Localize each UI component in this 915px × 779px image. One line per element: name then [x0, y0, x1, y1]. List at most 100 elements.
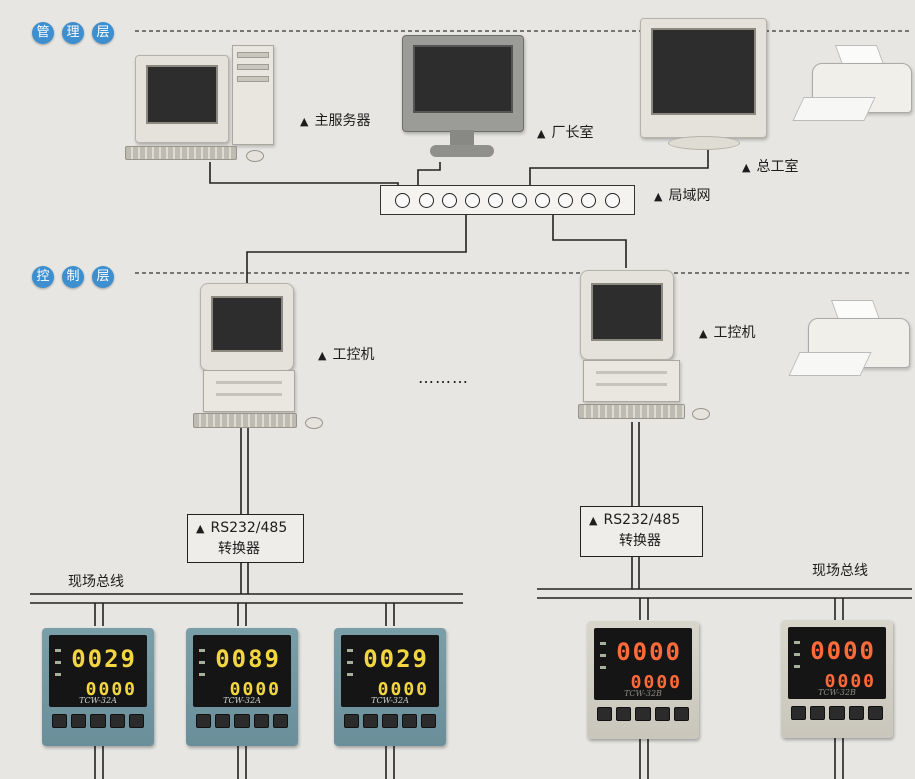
meter-indicator-leds: [199, 649, 213, 685]
meter-indicator-leds: [600, 642, 614, 678]
meter-pv-readout: 0000: [616, 638, 682, 666]
marker-icon: ▲: [654, 190, 663, 203]
converter-left-box: ▲RS232/485 转换器: [187, 514, 304, 563]
meter-buttons: [196, 714, 289, 728]
drop-5: [834, 598, 844, 620]
control-layer-char-2: 制: [62, 266, 84, 288]
chief-engineer-text: 总工室: [756, 159, 799, 175]
meter-button[interactable]: [635, 707, 651, 721]
printer-top-icon: [792, 45, 912, 121]
director-office-label: ▲厂长室: [537, 122, 593, 142]
meter-down-button[interactable]: [128, 714, 145, 728]
meter-pv-readout: 0089: [215, 645, 281, 673]
meter-button[interactable]: [215, 714, 231, 728]
meter-down-button[interactable]: [272, 714, 289, 728]
lan-hub-icon: [380, 185, 635, 215]
meter-sv-readout: 0000: [85, 679, 137, 700]
meter-up-button[interactable]: [654, 707, 670, 721]
meter-sv-readout: 0000: [377, 679, 429, 700]
meter-button[interactable]: [616, 707, 632, 721]
marker-icon: ▲: [742, 161, 751, 174]
meter-button[interactable]: [71, 714, 87, 728]
main-server-text: 主服务器: [314, 113, 371, 129]
director-monitor-icon: [402, 35, 524, 132]
ipc-left-monitor-icon: [200, 283, 294, 371]
director-monitor-neck: [450, 130, 474, 146]
hub-to-ipc-right-wire: [552, 200, 627, 268]
meter-model: TCW-32B: [624, 689, 662, 698]
meter-button[interactable]: [344, 714, 360, 728]
printer-right-icon: [788, 300, 910, 376]
meter-model: TCW-32B: [818, 688, 856, 697]
converter-left-line2: 转换器: [218, 541, 260, 557]
meter-button[interactable]: [52, 714, 68, 728]
meter-button[interactable]: [810, 706, 826, 720]
meter-model: TCW-32A: [371, 696, 409, 705]
director-office-text: 厂长室: [551, 125, 594, 141]
meter-up-button[interactable]: [109, 714, 125, 728]
chief-monitor-stand: [668, 136, 740, 150]
chief-monitor-icon: [640, 18, 767, 138]
ipc-right-keyboard-icon: [578, 404, 685, 419]
management-layer-char-3: 层: [92, 22, 114, 44]
meter-button[interactable]: [791, 706, 807, 720]
converter-right-line2: 转换器: [619, 533, 661, 549]
meter-down-button[interactable]: [420, 714, 437, 728]
chief-engineer-label: ▲ 总工室: [742, 156, 798, 176]
drop-3: [385, 603, 395, 626]
drop-4: [639, 598, 649, 620]
meter-button[interactable]: [382, 714, 398, 728]
ellipsis-dots: ………: [418, 368, 469, 387]
meter-up-button[interactable]: [848, 706, 864, 720]
control-layer-label: 控 制 层: [32, 266, 114, 288]
server-monitor-icon: [135, 55, 229, 143]
meter-sv-readout: 0000: [630, 672, 682, 693]
drop-1: [94, 603, 104, 626]
meter-button[interactable]: [829, 706, 845, 720]
management-layer-char-1: 管: [32, 22, 54, 44]
management-layer-label: 管 理 层: [32, 22, 114, 44]
server-keyboard-icon: [125, 146, 237, 160]
tail-5: [834, 738, 844, 779]
main-server-label: ▲主服务器: [300, 110, 370, 130]
meter-button[interactable]: [196, 714, 212, 728]
ipc-left-case-icon: [203, 370, 295, 412]
meter-button[interactable]: [597, 707, 613, 721]
meter-buttons: [597, 707, 690, 721]
meter-button[interactable]: [234, 714, 250, 728]
ipc-right-label: ▲工控机: [699, 322, 755, 342]
ipc-left-mouse-icon: [305, 417, 323, 429]
meter-button[interactable]: [90, 714, 106, 728]
tail-2: [237, 744, 247, 779]
meter-pv-readout: 0029: [363, 645, 429, 673]
tail-4: [639, 738, 649, 779]
management-layer-char-2: 理: [62, 22, 84, 44]
tail-3: [385, 744, 395, 779]
converter-right-box: ▲RS232/485 转换器: [580, 506, 703, 557]
meter-sv-readout: 0000: [229, 679, 281, 700]
ipc-left-text: 工控机: [332, 347, 375, 363]
server-to-hub-wire: [209, 162, 399, 200]
field-bus-right-label: 现场总线: [812, 563, 868, 579]
meter-down-button[interactable]: [867, 706, 884, 720]
meter-up-button[interactable]: [401, 714, 417, 728]
meter-button[interactable]: [363, 714, 379, 728]
meter-up-button[interactable]: [253, 714, 269, 728]
tail-1: [94, 744, 104, 779]
meter-model: TCW-32A: [223, 696, 261, 705]
meter-down-button[interactable]: [673, 707, 690, 721]
ipc-right-monitor-icon: [580, 270, 674, 360]
meter-indicator-leds: [55, 649, 69, 685]
ipc-right-text: 工控机: [713, 325, 756, 341]
meter-model: TCW-32A: [79, 696, 117, 705]
ipc-left-keyboard-icon: [193, 413, 297, 428]
drop-2: [237, 603, 247, 626]
control-layer-char-1: 控: [32, 266, 54, 288]
field-bus-left-label: 现场总线: [68, 574, 124, 590]
meter-buttons: [52, 714, 145, 728]
lan-text: 局域网: [668, 188, 711, 204]
